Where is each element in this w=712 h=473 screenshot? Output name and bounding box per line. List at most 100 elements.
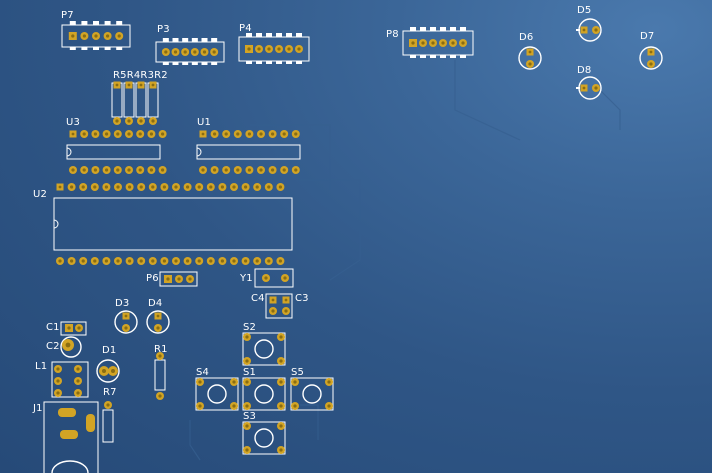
p7-notch xyxy=(93,47,99,50)
p4-notch xyxy=(266,61,272,64)
pad-hole xyxy=(149,132,153,136)
pad-hole xyxy=(282,168,286,172)
pad-hole xyxy=(71,168,75,172)
pad-hole xyxy=(255,185,259,189)
pad-hole xyxy=(294,168,298,172)
pad-hole xyxy=(528,50,532,54)
pad-hole xyxy=(82,34,86,38)
p3-notch xyxy=(172,62,179,65)
pad-hole xyxy=(197,259,201,263)
j1-outline xyxy=(43,401,99,473)
pad-hole xyxy=(151,185,155,189)
pad-hole xyxy=(81,185,85,189)
u2-body xyxy=(53,197,293,251)
p7-notch xyxy=(116,21,123,25)
p8-notch xyxy=(410,27,416,31)
pad-hole xyxy=(271,298,275,302)
pad-hole xyxy=(186,259,190,263)
pad-hole xyxy=(56,379,60,383)
pad-hole xyxy=(105,132,109,136)
pad-hole xyxy=(421,41,425,45)
p8-notch xyxy=(440,27,446,31)
pad-hole xyxy=(267,259,271,263)
pad-hole xyxy=(198,380,202,384)
pad-hole xyxy=(594,86,598,90)
c2-outline xyxy=(60,336,82,358)
label-s3: S3 xyxy=(243,411,257,422)
label-s5: S5 xyxy=(291,367,305,378)
trace xyxy=(300,404,319,440)
pad-hole xyxy=(70,259,74,263)
pad-hole xyxy=(245,380,249,384)
pad-hole xyxy=(106,34,110,38)
pad-hole xyxy=(259,132,263,136)
pad-hole xyxy=(139,83,143,87)
s5-outline xyxy=(290,377,334,411)
pad-hole xyxy=(279,424,283,428)
pad-hole xyxy=(162,259,166,263)
pad-hole xyxy=(284,298,288,302)
pad-hole xyxy=(116,259,120,263)
pad-hole xyxy=(116,132,120,136)
l1-outline xyxy=(51,361,89,398)
p8-notch xyxy=(460,27,466,31)
pad-hole xyxy=(81,259,85,263)
j1-arc xyxy=(51,460,89,473)
pad-hole xyxy=(76,379,80,383)
label-u1: U1 xyxy=(197,117,212,128)
label-u2: U2 xyxy=(33,189,48,200)
pad-hole xyxy=(245,359,249,363)
p8-notch xyxy=(430,27,436,31)
pad-hole xyxy=(247,168,251,172)
pad-hole xyxy=(105,168,109,172)
pad-hole xyxy=(202,50,207,54)
label-s1: S1 xyxy=(243,367,257,378)
pad-hole xyxy=(294,132,298,136)
pad-hole xyxy=(213,132,217,136)
p7-notch xyxy=(93,21,99,25)
p4-notch xyxy=(246,61,252,64)
p8-notch xyxy=(420,55,426,58)
pad-hole xyxy=(327,380,331,384)
pad-hole xyxy=(279,380,283,384)
pad-hole xyxy=(116,185,120,189)
label-s2: S2 xyxy=(243,322,257,333)
pad-hole xyxy=(198,404,202,408)
pad-hole xyxy=(106,403,110,407)
p3-notch xyxy=(182,62,189,65)
pad-hole xyxy=(161,132,165,136)
p4-notch xyxy=(266,33,272,37)
label-p6: P6 xyxy=(146,273,159,284)
label-j1: J1 xyxy=(33,403,43,414)
pad-hole xyxy=(212,50,216,54)
pad-hole xyxy=(93,259,97,263)
pad-hole xyxy=(282,132,286,136)
pad-hole xyxy=(293,380,297,384)
label-d6: D6 xyxy=(519,32,534,43)
pad-hole xyxy=(174,259,178,263)
p7-notch xyxy=(81,47,88,50)
label-r7: R7 xyxy=(103,387,117,398)
trace xyxy=(189,420,201,461)
pad-hole xyxy=(582,86,586,90)
pad-hole xyxy=(271,132,275,136)
pad-hole xyxy=(287,47,291,51)
pad-hole xyxy=(188,277,192,281)
pad-hole xyxy=(116,168,120,172)
pad-hole xyxy=(174,185,178,189)
pad-hole xyxy=(177,277,181,281)
label-d1: D1 xyxy=(102,345,117,356)
pad-hole xyxy=(257,47,261,51)
pad-hole xyxy=(65,342,71,348)
pad-hole xyxy=(582,28,586,32)
pad-hole xyxy=(245,404,249,408)
p7-notch xyxy=(69,47,76,50)
pad-hole xyxy=(297,47,301,51)
pad-hole xyxy=(58,185,62,189)
p8-outline xyxy=(402,30,474,56)
s3-outline xyxy=(242,421,286,455)
p8-notch xyxy=(420,27,426,31)
pad-hole xyxy=(451,41,455,45)
pad-hole xyxy=(151,83,155,87)
pad-hole xyxy=(82,168,86,172)
